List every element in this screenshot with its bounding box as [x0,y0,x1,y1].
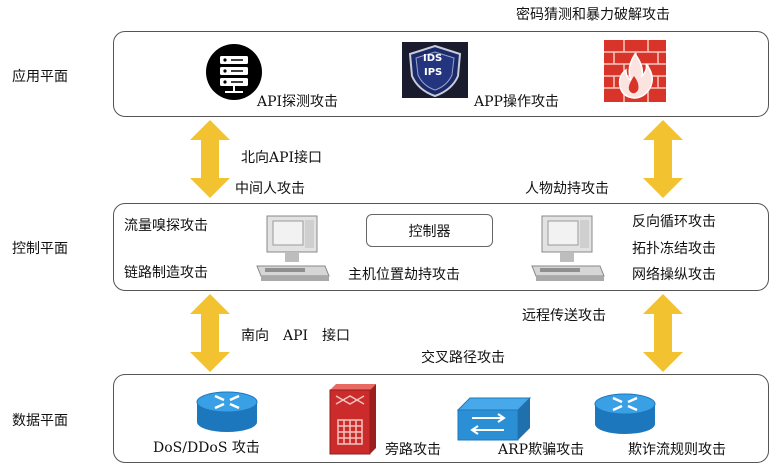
workstation-icon-left [256,215,330,281]
link-forge-attack-label: 链路制造攻击 [124,265,208,281]
fraudulent-flow-rule-attack-label: 欺诈流规则攻击 [628,442,726,458]
firewall-icon [604,40,666,102]
traffic-sniff-attack-label: 流量嗅探攻击 [124,218,208,234]
workstation-icon-right [531,215,605,281]
server-rack-icon [206,44,262,100]
ids-badge-top: IDS [423,53,443,64]
southbound-arrow-left [190,294,230,372]
application-plane-label: 应用平面 [12,69,68,85]
reverse-loop-attack-label: 反向循环攻击 [632,214,716,230]
switch-icon [456,397,532,441]
ids-badge-bottom: IPS [424,67,443,78]
arp-spoof-attack-label: ARP欺骗攻击 [498,442,585,458]
bypass-attack-label: 旁路攻击 [385,442,441,458]
northbound-api-label: 北向API接口 [241,150,323,166]
router-icon-left [196,391,258,432]
southbound-arrow-right [643,294,683,372]
topology-freeze-attack-label: 拓扑冻结攻击 [632,241,716,257]
cross-path-attack-label: 交叉路径攻击 [421,350,505,366]
control-plane-label: 控制平面 [12,241,68,257]
top-caption: 密码猜测和暴力破解攻击 [516,7,670,23]
controller-label: 控制器 [408,223,451,240]
southbound-api-label: 南向 API 接口 [241,328,351,344]
northbound-arrow-right [643,120,683,198]
person-hijack-attack-label: 人物劫持攻击 [525,181,609,197]
dos-ddos-attack-label: DoS/DDoS 攻击 [153,440,260,456]
data-plane-label: 数据平面 [12,413,68,429]
security-module-icon [329,384,376,455]
router-icon-right [594,393,656,434]
controller-box: 控制器 [366,214,493,247]
network-manipulation-attack-label: 网络操纵攻击 [632,267,716,283]
ids-ips-shield-icon [402,42,468,98]
northbound-arrow-left [190,120,230,198]
api-probe-attack-label: API探测攻击 [257,94,339,110]
host-location-hijack-attack-label: 主机位置劫持攻击 [348,267,460,283]
mitm-attack-label: 中间人攻击 [235,181,305,197]
app-operation-attack-label: APP操作攻击 [474,94,559,110]
remote-transfer-attack-label: 远程传送攻击 [522,308,606,324]
